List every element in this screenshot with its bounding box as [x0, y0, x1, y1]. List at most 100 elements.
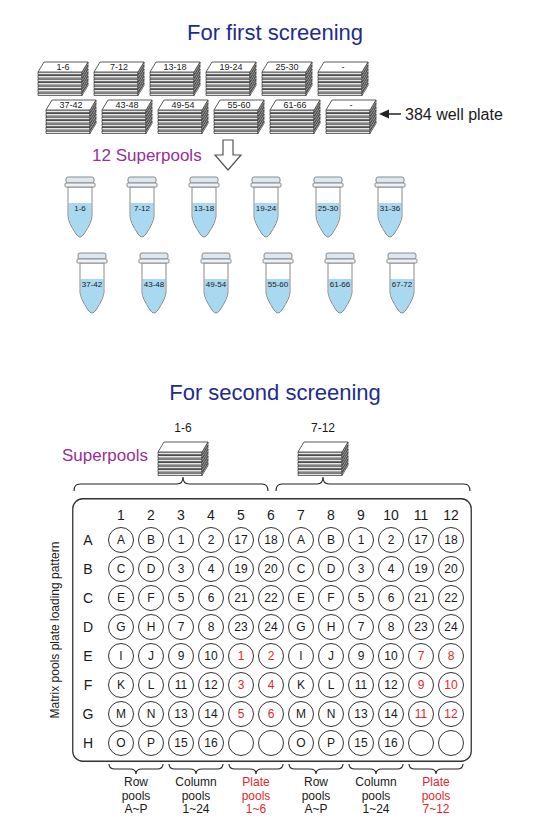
plate-label: - — [329, 99, 373, 111]
well: I — [288, 643, 314, 669]
well: 11 — [168, 672, 194, 698]
tube-label: 1-6 — [62, 204, 98, 214]
tube-label: 19-24 — [248, 204, 284, 214]
well: 6 — [378, 585, 404, 611]
well-outline — [229, 615, 254, 640]
well-label: 11 — [348, 672, 374, 698]
well-outline — [289, 673, 314, 698]
well: A — [108, 527, 134, 553]
plate-face — [270, 121, 320, 131]
well-label: B — [138, 527, 164, 553]
well-outline — [109, 673, 134, 698]
well: 19 — [228, 556, 254, 582]
well-label: 21 — [228, 585, 254, 611]
plate-header: H — [76, 735, 100, 751]
well-outline — [169, 615, 194, 640]
well-outline — [379, 731, 404, 756]
shape-outline — [298, 438, 348, 476]
plate-face — [318, 80, 368, 90]
well-outline — [199, 615, 224, 640]
well: 19 — [408, 556, 434, 582]
plate-face — [150, 76, 200, 86]
pool-tube: 49-54 — [198, 252, 234, 316]
well: 15 — [168, 730, 194, 756]
plate-header: 4 — [196, 507, 226, 523]
well: 12 — [378, 672, 404, 698]
bracket — [74, 477, 268, 491]
well-outline — [439, 615, 464, 640]
bracket — [169, 764, 223, 774]
plate-stack: 25-30 — [262, 58, 312, 96]
well-label: L — [138, 672, 164, 698]
well-outline — [439, 644, 464, 669]
part-label: 384 well plate — [405, 105, 503, 124]
well: A — [288, 527, 314, 553]
well-outline — [409, 702, 434, 727]
plate-face — [318, 83, 368, 93]
well-label: 4 — [258, 672, 284, 698]
well-label: 12 — [438, 701, 464, 727]
well-label: P — [138, 730, 164, 756]
plate-face — [206, 76, 256, 86]
well-outline — [169, 586, 194, 611]
pool-label: Column pools 1~24 — [355, 776, 396, 817]
plate-stack: - — [318, 58, 368, 96]
well-outline — [109, 731, 134, 756]
bracket — [276, 477, 470, 491]
well: 10 — [378, 643, 404, 669]
well-label: 20 — [438, 556, 464, 582]
well-outline — [109, 615, 134, 640]
well-label: 3 — [168, 556, 194, 582]
well-outline — [409, 586, 434, 611]
well-label: 3 — [348, 556, 374, 582]
well: 7 — [348, 614, 374, 640]
plate-face — [214, 111, 264, 121]
plate-label: 1-6 — [41, 61, 85, 73]
well-label: 15 — [348, 730, 374, 756]
well-label: 3 — [228, 672, 254, 698]
plate-face — [206, 80, 256, 90]
plate-face — [326, 100, 376, 110]
well-label: 9 — [348, 643, 374, 669]
well-outline — [349, 702, 374, 727]
well-label: 5 — [348, 585, 374, 611]
tube-label: 55-60 — [260, 280, 296, 290]
well-label: 20 — [258, 556, 284, 582]
well-outline — [379, 673, 404, 698]
well-outline — [259, 673, 284, 698]
well-outline — [379, 644, 404, 669]
tube-rim — [387, 259, 417, 263]
plate-header: 6 — [256, 507, 286, 523]
well: 17 — [408, 527, 434, 553]
plate-face — [46, 118, 96, 128]
well-label: 22 — [438, 585, 464, 611]
well-label: H — [318, 614, 344, 640]
tube-label: 31-36 — [372, 204, 408, 214]
well: 10 — [198, 643, 224, 669]
well-label: 10 — [438, 672, 464, 698]
well-outline — [409, 644, 434, 669]
well-label: 14 — [198, 701, 224, 727]
plate-header: 11 — [406, 507, 436, 523]
plate-label: 61-66 — [273, 99, 317, 111]
well-outline — [319, 557, 344, 582]
plate-stack: 19-24 — [206, 58, 256, 96]
well: 14 — [378, 701, 404, 727]
plate-header: 1 — [106, 507, 136, 523]
well: 1 — [348, 527, 374, 553]
tube-cap — [190, 177, 218, 183]
well: N — [318, 701, 344, 727]
plate-header: E — [76, 648, 100, 664]
well-outline — [349, 528, 374, 553]
well: K — [108, 672, 134, 698]
tube-rim — [189, 183, 219, 187]
well-outline — [289, 702, 314, 727]
tube-cap — [376, 177, 404, 183]
tube-rim — [127, 183, 157, 187]
well-outline — [319, 731, 344, 756]
well: 5 — [228, 701, 254, 727]
well: O — [288, 730, 314, 756]
tube-rim — [201, 259, 231, 263]
well-label: F — [318, 585, 344, 611]
well: E — [288, 585, 314, 611]
